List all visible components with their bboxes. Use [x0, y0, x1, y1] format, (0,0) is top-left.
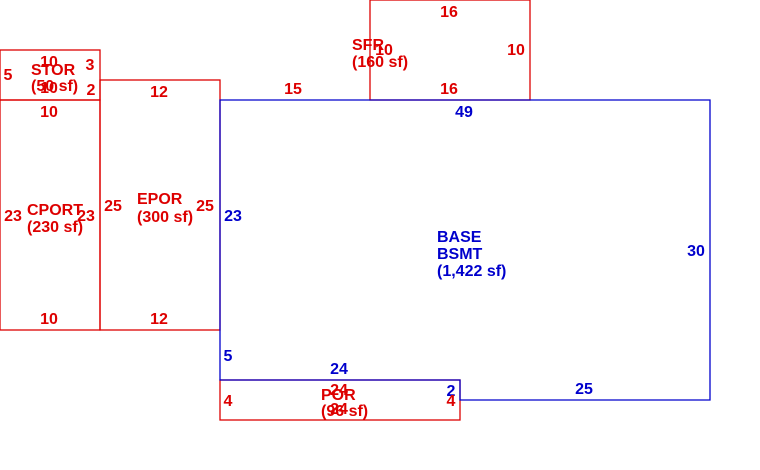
epor-dim-bottom: 12: [150, 311, 168, 328]
main-area-labels: BASE BSMT (1,422 sf) 49 30 25 2 24 5 23: [224, 104, 705, 400]
cport-dim-top: 10: [40, 104, 58, 121]
stor-area-label: (50 sf): [31, 78, 78, 95]
sfr-label: SFR: [352, 37, 384, 54]
stor-dim-bottom: 10: [40, 80, 58, 97]
sfr-dim-left: 10: [375, 42, 393, 59]
addition-labels: SFR (160 sf) 16 16 10 10 STOR (50 sf) 10…: [4, 4, 525, 420]
cport-dim-bottom: 10: [40, 311, 58, 328]
epor-area-label: (300 sf): [137, 209, 193, 226]
por-dim-top: 24: [330, 382, 348, 399]
main-dim-bottom: 25: [575, 381, 593, 398]
epor-label: EPOR: [137, 191, 183, 208]
cport-label: CPORT: [27, 202, 83, 219]
cport-dim-right: 23: [77, 208, 95, 225]
main-dim-top: 49: [455, 104, 473, 121]
main-dim-left-lower: 5: [224, 348, 233, 365]
epor-dim-left: 25: [104, 198, 122, 215]
base-label: BASE: [437, 229, 482, 246]
stor-dim-right-bottom: 2: [87, 82, 96, 99]
stor-dim-top: 10: [40, 54, 58, 71]
base-bsmt-outline: [219, 99, 711, 401]
main-dim-left-upper: 23: [224, 208, 242, 225]
por-area-label: (96 sf): [321, 403, 368, 420]
por-dim-bottom: 24: [330, 401, 348, 418]
main-dim-step-vertical: 2: [447, 383, 456, 400]
sfr-dim-right: 10: [507, 42, 525, 59]
stor-label: STOR: [31, 62, 76, 79]
stor-dim-left: 5: [4, 67, 13, 84]
cport-area-label: (230 sf): [27, 219, 83, 236]
bsmt-label: BSMT: [437, 246, 483, 263]
cport-dim-left: 23: [4, 208, 22, 225]
sfr-dim-bottom: 16: [440, 81, 458, 98]
base-area-label: (1,422 sf): [437, 263, 506, 280]
por-label: POR: [321, 387, 356, 404]
epor-dim-top-extension: 15: [284, 81, 302, 98]
stor-dim-right-top: 3: [86, 57, 95, 74]
epor-dim-right: 25: [196, 198, 214, 215]
main-dim-step-horizontal: 24: [330, 361, 348, 378]
sfr-area-label: (160 sf): [352, 54, 408, 71]
epor-dim-top: 12: [150, 84, 168, 101]
por-dim-right: 4: [447, 393, 456, 410]
main-dim-right: 30: [687, 243, 705, 260]
sfr-dim-top: 16: [440, 4, 458, 21]
por-dim-left: 4: [224, 393, 233, 410]
